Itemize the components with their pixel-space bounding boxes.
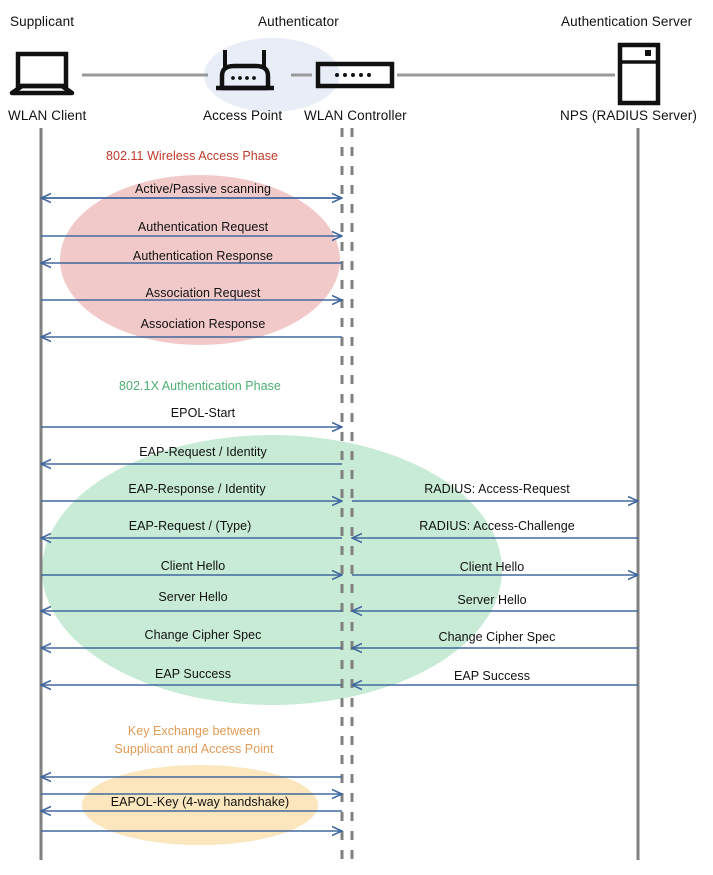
node-label-wlan-client: WLAN Client xyxy=(8,108,87,123)
message-label-m5: Association Response xyxy=(140,317,266,331)
message-label-m2: Authentication Request xyxy=(137,220,269,234)
role-title-authenticator: Authenticator xyxy=(258,14,339,29)
phase-label-8021x: 802.1X Authentication Phase xyxy=(119,379,281,393)
phase-label-key-exchange-line1: Key Exchange between xyxy=(127,724,261,738)
server-rack-icon xyxy=(617,42,661,106)
phase-ellipse-8021x xyxy=(42,435,502,705)
message-arrows-left xyxy=(41,198,342,831)
wireless-access-point-icon xyxy=(216,50,274,91)
phase-ellipse-80211 xyxy=(60,175,340,345)
message-label-m10: Client Hello xyxy=(160,559,226,573)
message-label-r5: Change Cipher Spec xyxy=(438,630,556,644)
message-label-m6: EPOL-Start xyxy=(170,406,236,420)
message-label-m12: Change Cipher Spec xyxy=(144,628,262,642)
node-label-access-point: Access Point xyxy=(203,108,283,123)
wlan-controller-icon xyxy=(315,61,395,89)
authenticator-group-blob xyxy=(204,38,340,112)
role-title-authentication-server: Authentication Server xyxy=(561,14,693,29)
message-label-m3: Authentication Response xyxy=(132,249,274,263)
message-label-m13: EAP Success xyxy=(154,667,232,681)
role-title-supplicant: Supplicant xyxy=(10,14,75,29)
laptop-icon xyxy=(9,51,75,96)
message-label-m16: EAPOL-Key (4-way handshake) xyxy=(110,795,290,809)
message-arrows-right xyxy=(352,501,638,685)
message-label-m7: EAP-Request / Identity xyxy=(139,445,267,459)
phase-label-80211: 802.11 Wireless Access Phase xyxy=(105,149,279,163)
message-label-r3: Client Hello xyxy=(459,560,525,574)
message-label-m1: Active/Passive scanning xyxy=(135,182,271,196)
message-label-r6: EAP Success xyxy=(453,669,531,683)
phase-ellipse-key-exchange xyxy=(82,765,318,845)
message-label-r4: Server Hello xyxy=(457,593,527,607)
node-label-wlan-controller: WLAN Controller xyxy=(304,108,407,123)
message-label-m9: EAP-Request / (Type) xyxy=(128,519,252,533)
message-label-m11: Server Hello xyxy=(158,590,228,604)
node-label-nps-radius-server: NPS (RADIUS Server) xyxy=(560,108,697,123)
phase-label-key-exchange-line2: Supplicant and Access Point xyxy=(114,742,274,756)
message-label-r2: RADIUS: Access-Challenge xyxy=(419,519,575,533)
message-label-m4: Association Request xyxy=(145,286,261,300)
message-label-r1: RADIUS: Access-Request xyxy=(424,482,570,496)
message-label-m8: EAP-Response / Identity xyxy=(128,482,266,496)
